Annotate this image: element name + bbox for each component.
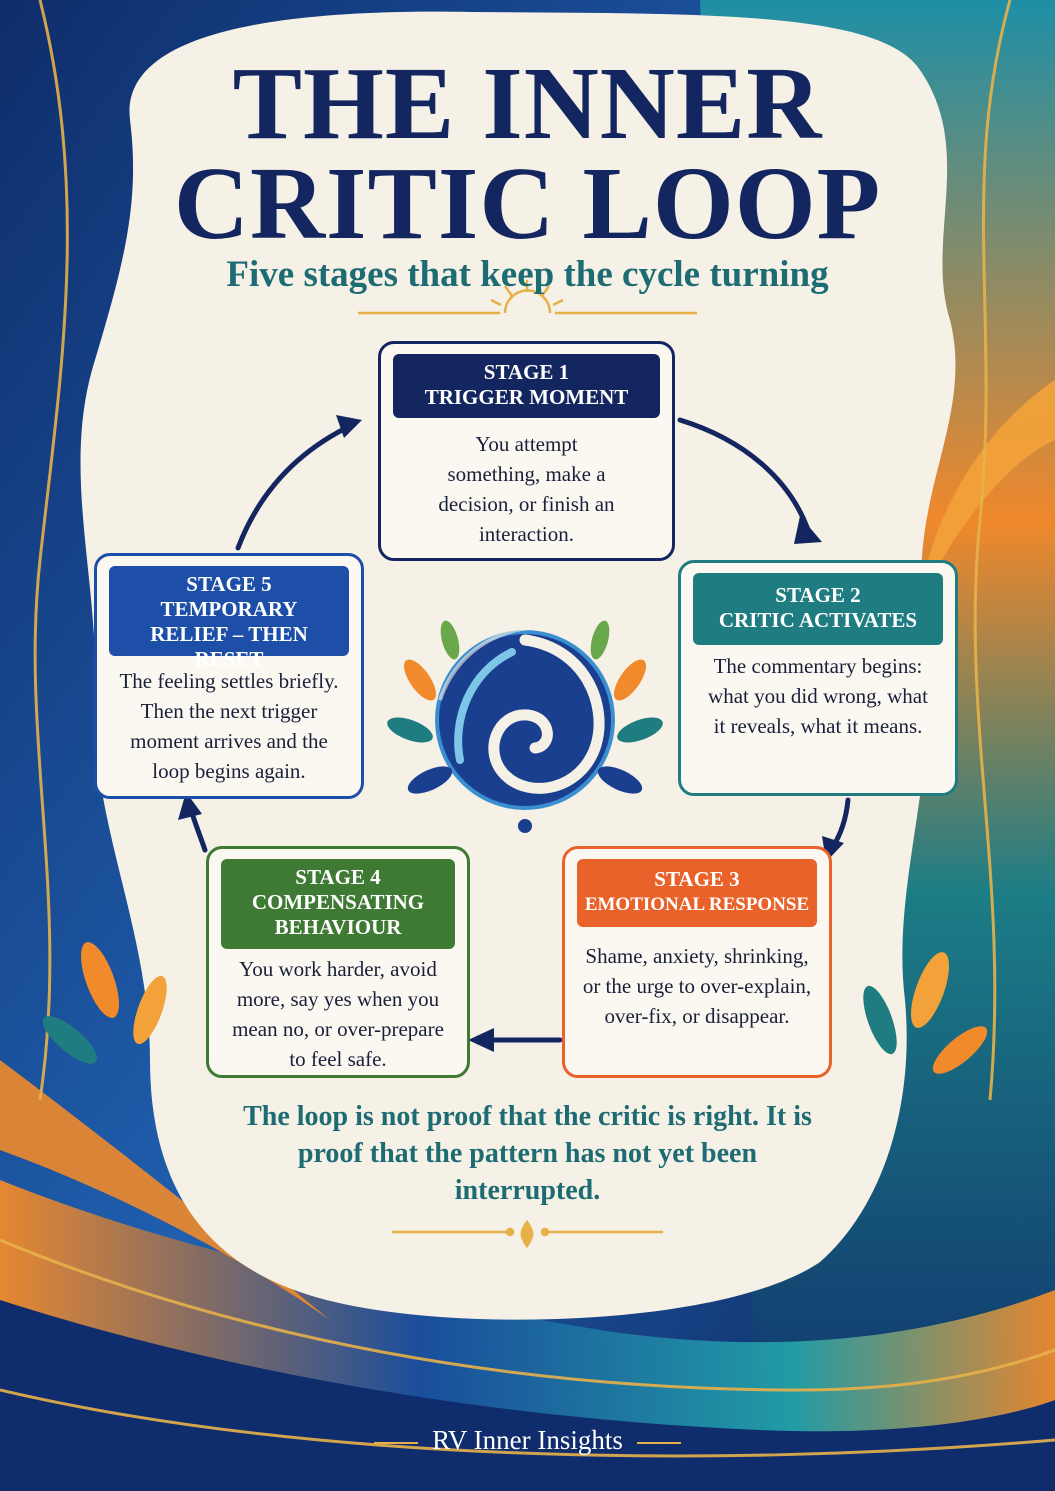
stage-card-5-header: STAGE 5 TEMPORARY RELIEF – THEN RESET — [109, 566, 349, 671]
stage-card-5-label: STAGE 5 — [186, 572, 272, 596]
ornament-icon — [392, 1219, 663, 1249]
stage-card-5-text: The feeling settles briefly. Then the ne… — [119, 669, 339, 783]
stage-card-2: STAGE 2 CRITIC ACTIVATES The commentary … — [678, 560, 958, 796]
closing-quote: The loop is not proof that the critic is… — [243, 1101, 812, 1206]
sunburst-icon — [358, 280, 697, 315]
stage-card-4-header: STAGE 4 COMPENSATING BEHAVIOUR — [221, 859, 455, 949]
footer-brand: RV Inner Insights — [0, 1425, 1055, 1456]
stage-card-5: STAGE 5 TEMPORARY RELIEF – THEN RESET Th… — [94, 553, 364, 799]
page-title-line-2: CRITIC LOOP — [173, 146, 882, 261]
stage-card-3-text: Shame, anxiety, shrinking, or the urge t… — [582, 944, 812, 1028]
footer-dash-left — [374, 1441, 419, 1444]
stage-card-1: STAGE 1 TRIGGER MOMENT You attempt somet… — [378, 341, 675, 561]
page-title-line-1: THE INNER — [232, 46, 823, 161]
stage-card-3-name: EMOTIONAL RESPONSE — [584, 894, 810, 915]
stage-card-2-header: STAGE 2 CRITIC ACTIVATES — [693, 573, 943, 645]
stage-card-2-label: STAGE 2 — [775, 583, 861, 607]
stage-card-4-text: You work harder, avoid more, say yes whe… — [232, 957, 444, 1071]
stage-card-4-name: COMPENSATING BEHAVIOUR — [251, 890, 425, 939]
stage-card-5-name: TEMPORARY RELIEF – THEN RESET — [150, 597, 308, 671]
page-subtitle: Five stages that keep the cycle turning — [226, 254, 829, 295]
leaf-icon — [42, 620, 988, 1074]
stage-card-2-text: The commentary begins: what you did wron… — [708, 654, 928, 738]
stage-card-2-name: CRITIC ACTIVATES — [718, 608, 918, 632]
stage-card-1-name: TRIGGER MOMENT — [424, 385, 629, 409]
stage-card-4: STAGE 4 COMPENSATING BEHAVIOUR You work … — [206, 846, 470, 1078]
stage-card-3: STAGE 3 EMOTIONAL RESPONSE Shame, anxiet… — [562, 846, 832, 1078]
stage-card-3-label: STAGE 3 — [654, 867, 740, 891]
footer-dash-right — [636, 1441, 681, 1444]
stage-card-4-label: STAGE 4 — [295, 865, 381, 889]
footer-brand-text: RV Inner Insights — [432, 1425, 623, 1455]
stage-card-3-header: STAGE 3 EMOTIONAL RESPONSE — [577, 859, 817, 927]
swirl-emblem-icon — [435, 625, 615, 833]
stage-card-1-header: STAGE 1 TRIGGER MOMENT — [393, 354, 660, 418]
stage-card-1-label: STAGE 1 — [483, 360, 570, 384]
stage-card-1-text: You attempt something, make a decision, … — [438, 432, 615, 546]
